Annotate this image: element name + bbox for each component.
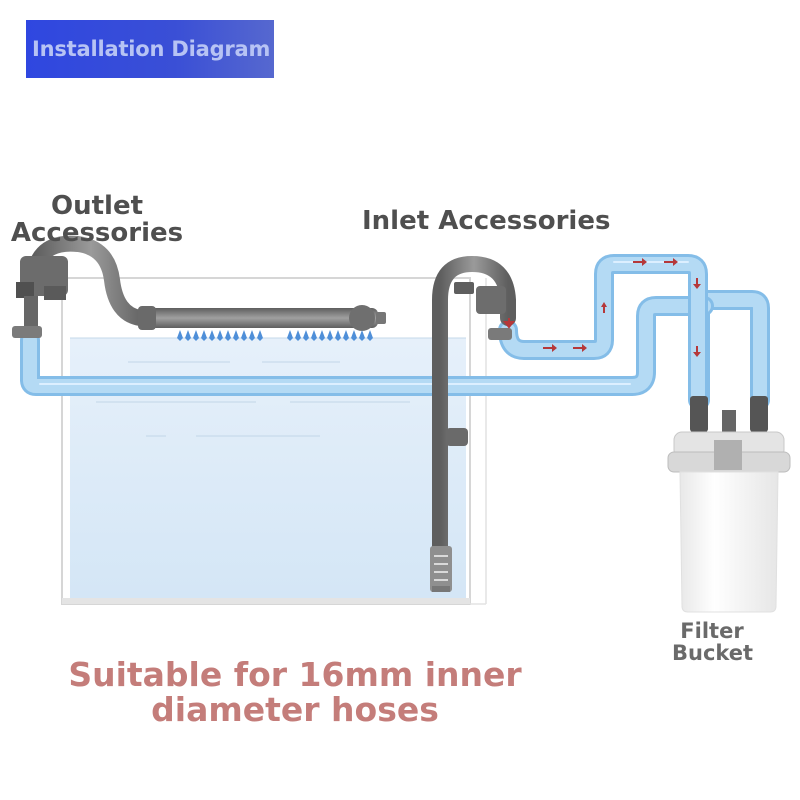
outlet-accessories-label: Outlet Accessories: [2, 191, 192, 249]
bucket-label-line2: Bucket: [672, 641, 754, 666]
hose-size-note: Suitable for 16mm inner diameter hoses: [60, 655, 530, 729]
filter-bucket-drawing: [667, 396, 791, 613]
hoses: [20, 254, 770, 410]
diagram-title: Installation Diagram: [32, 37, 271, 61]
inlet-accessories: [430, 255, 516, 592]
title-banner: Installation Diagram: [26, 20, 274, 78]
bucket-label-line1: Filter: [680, 619, 744, 643]
water-spray-icon: [177, 330, 373, 341]
flow-arrow-icon: [502, 258, 701, 357]
inlet-accessories-label: Inlet Accessories: [362, 206, 611, 236]
note-line2: diameter hoses: [151, 689, 439, 729]
note-line1: Suitable for 16mm inner: [68, 655, 522, 694]
filter-bucket-label: Filter Bucket: [672, 619, 754, 666]
outlet-label-line1: Outlet: [50, 191, 143, 221]
outlet-accessories: [12, 235, 386, 338]
outlet-label-line2: Accessories: [10, 218, 184, 249]
